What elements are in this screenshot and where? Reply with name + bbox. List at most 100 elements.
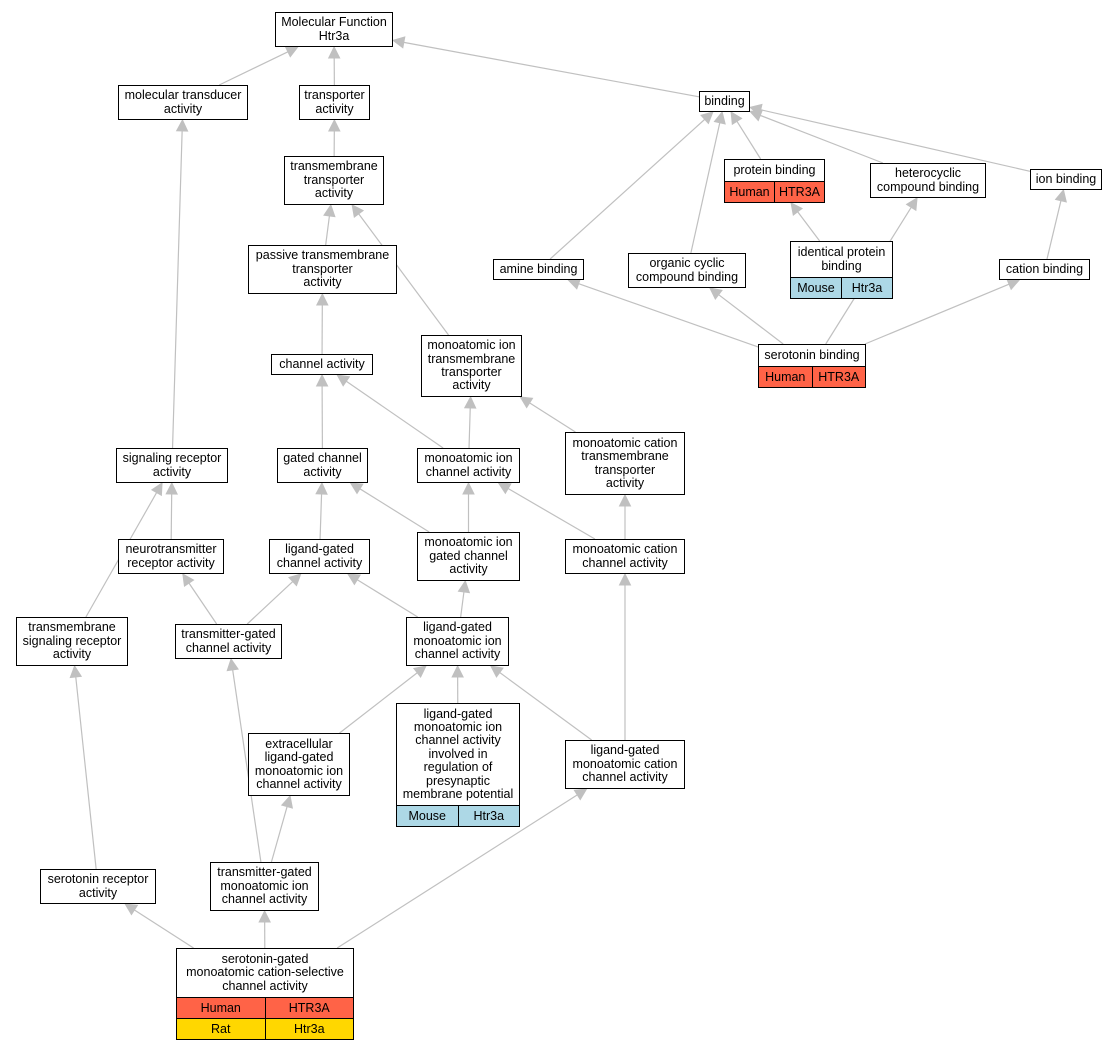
annotation-species: Human (765, 370, 806, 384)
node-label-line: transporter (441, 365, 502, 379)
node-label-line: binding (821, 258, 862, 273)
node-label-line: receptor activity (127, 555, 215, 570)
node-label-line: monoatomic ion (424, 451, 513, 466)
node-label-line: monoatomic ion (220, 878, 309, 893)
node-label-line: transmembrane (28, 620, 116, 635)
edge-arrowhead (328, 118, 341, 132)
annotation-species: Human (200, 1001, 241, 1015)
edge-mitta-to-tta (358, 213, 450, 336)
edge-arrowhead (315, 481, 328, 495)
node-label: ion binding (1031, 170, 1101, 189)
edge-arrowhead (316, 292, 329, 306)
edge-bind-to-mf (403, 41, 700, 98)
edge-sb-to-ab (578, 283, 759, 348)
node-label-line: serotonin binding (764, 347, 860, 362)
node-label-line: signaling receptor (122, 451, 222, 466)
node-label-line: monoatomic ion (254, 763, 344, 778)
node-label-line: gated channel (429, 548, 508, 563)
annotation-species: Human (729, 185, 770, 199)
node-label-line: channel activity (222, 978, 308, 993)
node-ca[interactable]: channel activity (271, 354, 373, 375)
node-label-line: activity (303, 275, 342, 290)
edge-arrowhead (489, 665, 504, 678)
node-cb[interactable]: cation binding (999, 259, 1090, 280)
edge-arrowhead (288, 573, 302, 587)
node-label-line: heterocyclic (895, 166, 961, 181)
node-ib[interactable]: ion binding (1030, 169, 1102, 190)
edge-sb-to-occb (718, 294, 784, 345)
edge-arrowhead (336, 374, 351, 387)
annotation-gene: HTR3A (811, 367, 866, 387)
edge-arrowhead (327, 45, 341, 59)
node-label-line: channel activity (185, 640, 272, 655)
node-label-line: transporter (594, 462, 656, 477)
edge-arrowhead (462, 481, 475, 495)
edge-arrowhead (346, 573, 362, 586)
edge-arrowhead (226, 657, 239, 672)
edge-arrowhead (457, 579, 471, 594)
node-label-line: membrane potential (402, 787, 514, 802)
node-label-line: ligand-gated (285, 542, 354, 557)
edge-lgmica-to-migca (460, 591, 465, 618)
node-label-line: channel activity (415, 733, 501, 748)
edge-mica-to-ca (345, 380, 444, 449)
node-label-line: gated channel (283, 451, 362, 466)
edge-arrowhead (700, 111, 714, 125)
edge-lgca-to-gca (319, 493, 323, 540)
edge-arrowhead (175, 118, 189, 132)
node-label-line: amine binding (499, 261, 578, 276)
edge-mcca-to-mica (507, 488, 596, 540)
edge-elgmica-to-lgmica (339, 672, 418, 734)
node-label: amine binding (494, 260, 583, 279)
node-label-line: transmitter-gated (181, 627, 276, 642)
node-label-line: activity (163, 101, 203, 116)
node-label-line: molecular transducer (124, 88, 242, 103)
edge-pb-to-bind (736, 120, 762, 160)
node-bind[interactable]: binding (699, 91, 750, 112)
node-ab[interactable]: amine binding (493, 259, 584, 280)
node-label-line: identical protein (797, 245, 886, 260)
node-label-line: channel activity (279, 356, 365, 371)
edge-occb-to-bind (690, 122, 721, 254)
edge-arrowhead (323, 203, 336, 218)
node-label-line: channel activity (582, 770, 668, 785)
